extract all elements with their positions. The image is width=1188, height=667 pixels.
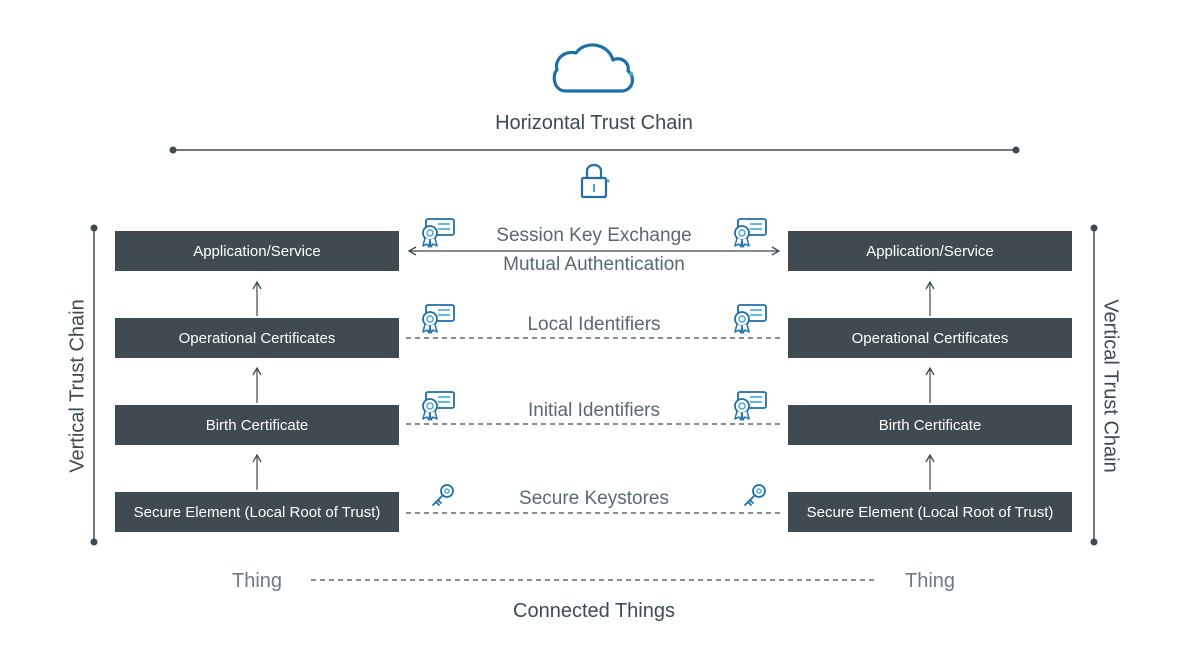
left-secure-element-box: Secure Element (Local Root of Trust) [115,492,399,532]
certificate-icon [734,304,767,334]
cloud-icon [552,43,635,93]
key-icon [432,484,454,506]
vertical-trust-chain-label-left: Vertical Trust Chain [66,299,89,473]
thing-label-left: Thing [231,570,283,592]
left-birth-certificate-box: Birth Certificate [115,405,399,445]
certificate-icon [422,391,455,421]
left-operational-certificates-box: Operational Certificates [115,318,399,358]
right-birth-certificate-box: Birth Certificate [788,405,1072,445]
lock-icon [580,163,610,199]
vertical-trust-line-right [1090,224,1098,546]
right-application-service-box: Application/Service [788,231,1072,271]
certificate-icon [422,304,455,334]
mutual-authentication-label: Mutual Authentication [493,254,695,276]
connected-things-label: Connected Things [513,600,675,622]
certificate-icon [422,218,455,248]
initial-identifiers-label: Initial Identifiers [517,400,671,422]
session-key-exchange-label: Session Key Exchange [486,225,702,247]
vertical-trust-line-left [90,224,98,546]
horizontal-trust-line [169,146,1020,154]
right-operational-certificates-box: Operational Certificates [788,318,1072,358]
key-icon [744,484,766,506]
left-application-service-box: Application/Service [115,231,399,271]
vertical-trust-chain-label-right: Vertical Trust Chain [1099,299,1122,473]
thing-label-right: Thing [904,570,956,592]
horizontal-trust-chain-label: Horizontal Trust Chain [495,112,693,134]
secure-keystores-label: Secure Keystores [509,488,679,510]
right-secure-element-box: Secure Element (Local Root of Trust) [788,492,1072,532]
certificate-icon [734,391,767,421]
local-identifiers-label: Local Identifiers [517,314,671,336]
certificate-icon [734,218,767,248]
